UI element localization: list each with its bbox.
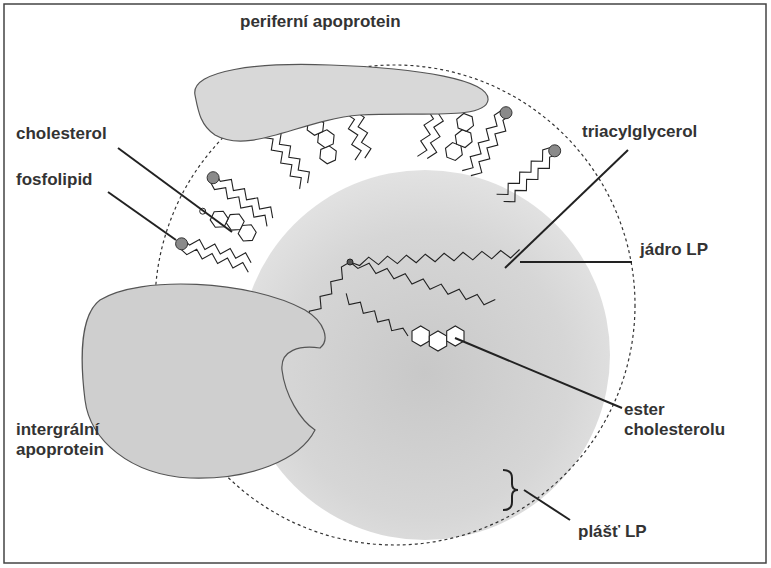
peripheral-apoprotein <box>195 64 488 141</box>
sterol-ring <box>447 326 464 346</box>
fatty-acid-chain <box>346 293 408 336</box>
sterol-ring <box>412 326 429 346</box>
phospholipid-head <box>500 107 512 119</box>
sterol-ring <box>429 331 446 351</box>
leader-line <box>108 192 176 240</box>
sterol-ring <box>457 114 474 132</box>
part-label: fosfolipid <box>16 170 156 190</box>
phospholipid-head <box>549 145 561 157</box>
fatty-acid-chain <box>183 239 251 263</box>
leader-line <box>455 338 622 408</box>
frame <box>4 4 766 563</box>
fatty-acid-chain <box>471 115 510 175</box>
integral-apoprotein <box>82 284 325 478</box>
sterol-ring <box>226 214 244 230</box>
part-label: cholesterol <box>16 124 156 144</box>
leader-line <box>524 490 570 520</box>
phospholipid-head <box>176 238 188 250</box>
part-label: periferní apoprotein <box>240 12 460 32</box>
fatty-acid-chain <box>180 249 248 273</box>
sterol-ring <box>455 130 472 148</box>
part-label: intergrální apoprotein <box>16 420 146 459</box>
sterol-ring <box>320 146 336 164</box>
fatty-acid-chain <box>497 147 552 194</box>
phospholipid-head <box>207 172 219 184</box>
part-label: triacylglycerol <box>582 122 752 142</box>
leader-line <box>520 261 632 263</box>
part-label: ester cholesterolu <box>624 400 754 439</box>
leader-lines <box>108 148 632 520</box>
leader-line <box>505 150 628 268</box>
sterol-ring <box>210 211 228 227</box>
fatty-acid-chain <box>504 154 559 201</box>
part-label: jádro LP <box>640 240 760 260</box>
fatty-acid-chain <box>216 174 273 219</box>
fatty-acid-chain <box>350 250 520 266</box>
fatty-acid-chain <box>350 262 495 305</box>
leader-line <box>118 148 232 232</box>
part-label: plášť LP <box>578 522 728 542</box>
glycerol-backbone <box>347 259 353 265</box>
shell-bracket <box>503 470 518 510</box>
lipoprotein-core <box>240 170 610 540</box>
